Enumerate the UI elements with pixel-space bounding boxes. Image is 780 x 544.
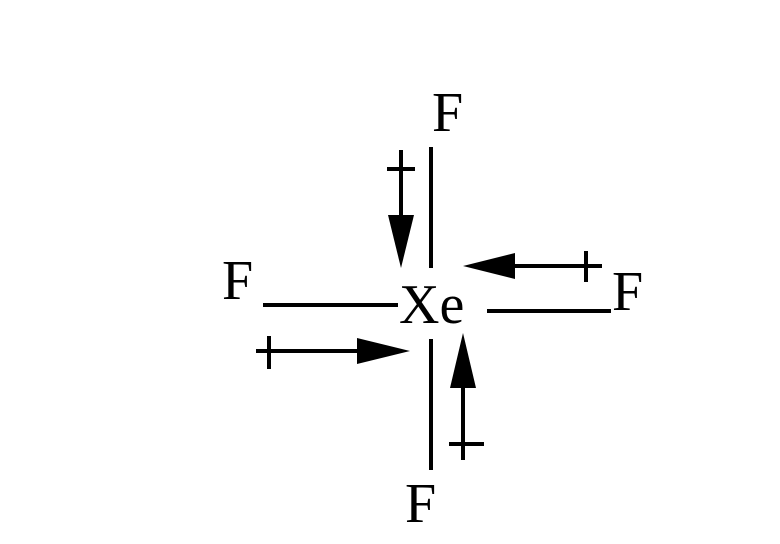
dipole-arrow-left-head [357,338,410,364]
atom-xe-center: Xe [399,274,464,336]
atom-f-top: F [432,82,463,144]
dipole-arrow-bottom-head [450,333,476,388]
dipole-arrow-right-head [463,253,515,279]
dipole-arrow-bottom [449,333,484,460]
dipole-arrow-right [463,251,602,282]
dipole-arrow-top-head [388,215,414,268]
atom-f-right: F [612,261,643,323]
dipole-arrow-left [256,336,410,369]
atom-f-bottom: F [405,473,436,535]
dipole-arrow-top [387,150,415,268]
atom-f-left: F [222,250,253,312]
